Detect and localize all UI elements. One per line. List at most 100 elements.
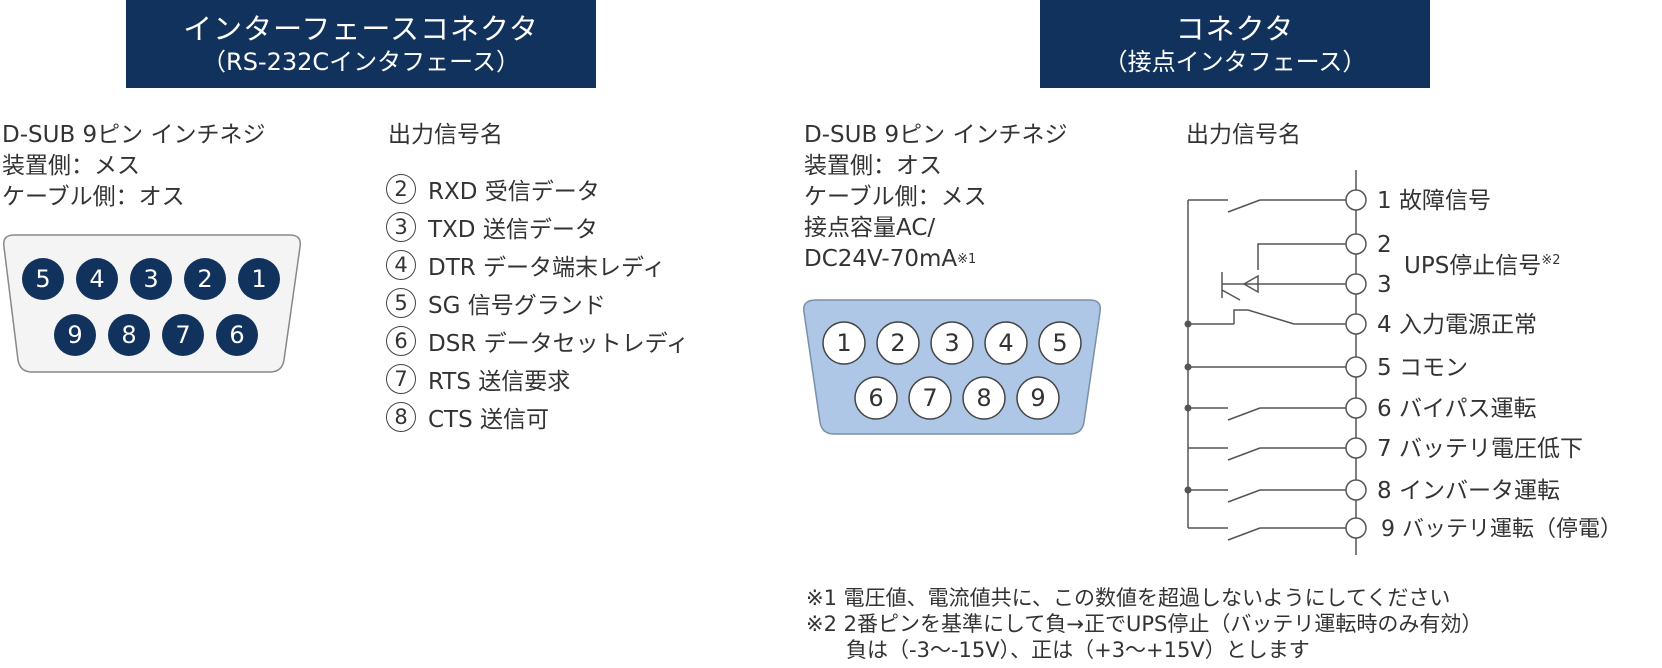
signal-row: 2 RXD 受信データ [386, 170, 689, 208]
footnote-2: ※2 2番ピンを基準にして負→正でUPS停止（バッテリ運転時のみ有効） [806, 612, 1483, 636]
pin-1 [822, 321, 866, 365]
signal-pin-number: 7 [386, 364, 416, 394]
junction-dot [1184, 486, 1192, 494]
signal-pin-number: 5 [386, 288, 416, 318]
spec-line: 装置側：メス [2, 153, 140, 179]
output-label-1: 1 故障信号 [1377, 188, 1491, 214]
contact-connector-shell [803, 299, 1102, 435]
terminal-7 [1345, 437, 1367, 459]
rs232c-banner-title: インターフェースコネクタ [183, 11, 539, 46]
output-label-ups: UPS停止信号※2 [1404, 253, 1560, 279]
terminal-4 [1345, 313, 1367, 335]
pin-label: 4 [89, 265, 104, 293]
output-label-3: 3 [1377, 272, 1392, 298]
pin-3 [130, 258, 172, 300]
output-label-9: 9 バッテリ運転（停電） [1381, 517, 1622, 542]
note-mark-1: ※1 [957, 252, 977, 267]
switch-contact [1227, 447, 1261, 461]
spec-line-rating: DC24V-70mA※1 [804, 244, 1067, 275]
switch-contact [1227, 199, 1261, 213]
spec-line: D-SUB 9ピン インチネジ [2, 122, 266, 148]
signal-label: RTS 送信要求 [428, 369, 571, 395]
terminal-3 [1345, 273, 1367, 295]
spec-line: DC24V-70mA [804, 246, 958, 272]
pin-5 [22, 258, 64, 300]
terminal-2 [1345, 233, 1367, 255]
pin-9 [1016, 376, 1060, 420]
pin-2 [184, 258, 226, 300]
pin-label: 3 [944, 329, 959, 357]
pin-label: 3 [143, 265, 158, 293]
footnote-2-detail: 負は（-3〜-15V）、正は（+3〜+15V）とします [846, 638, 1310, 662]
signal-label: DSR データセットレディ [428, 331, 689, 357]
spec-line: D-SUB 9ピン インチネジ [804, 122, 1068, 148]
signal-row: 6 DSR データセットレディ [386, 322, 689, 360]
pin-4 [984, 321, 1028, 365]
pin-2 [876, 321, 920, 365]
terminal-9 [1345, 517, 1367, 539]
signal-label: DTR データ端末レディ [428, 255, 666, 281]
output-label-2: 2 [1377, 232, 1392, 258]
terminal-6 [1345, 397, 1367, 419]
rs232c-connector: 5 4 3 2 1 9 8 7 6 [2, 234, 302, 373]
signal-pin-number: 2 [386, 174, 416, 204]
pin-3 [930, 321, 974, 365]
signal-pin-number: 3 [386, 212, 416, 242]
contact-banner: コネクタ （接点インタフェース） [1040, 0, 1430, 88]
pin-6 [216, 314, 258, 356]
rs232c-connector-shell [2, 234, 302, 373]
switch-contact [1227, 489, 1261, 503]
output-label-6: 6 バイパス運転 [1377, 396, 1536, 422]
pin-label: 6 [229, 321, 244, 349]
pin-9 [54, 314, 96, 356]
pin-label: 5 [1052, 329, 1067, 357]
signal-row: 7 RTS 送信要求 [386, 360, 689, 398]
signal-pin-number: 6 [386, 326, 416, 356]
pin-label: 6 [868, 384, 883, 412]
signal-label: SG 信号グランド [428, 293, 606, 319]
pin-label: 9 [67, 321, 82, 349]
pin-label: 5 [35, 265, 50, 293]
pin-5 [1038, 321, 1082, 365]
signal-pin-number: 8 [386, 402, 416, 432]
signal-label: RXD 受信データ [428, 179, 600, 205]
spec-line: 接点容量AC/ [804, 215, 936, 241]
junction-dot [1184, 320, 1192, 328]
terminal-1 [1345, 189, 1367, 211]
switch-contact [1227, 407, 1261, 421]
pin-1 [238, 258, 280, 300]
switch-contact [1247, 309, 1295, 325]
spec-line: ケーブル側：メス [804, 184, 987, 210]
pin-label: 7 [175, 321, 190, 349]
note-mark-2: ※2 [1541, 253, 1560, 268]
contact-connector: 1 2 3 4 5 6 7 8 9 [803, 299, 1102, 435]
pin-8 [108, 314, 150, 356]
signal-row: 3 TXD 送信データ [386, 208, 689, 246]
pin-label: 8 [976, 384, 991, 412]
pin-label: 4 [998, 329, 1013, 357]
rs232c-banner-subtitle: （RS-232Cインタフェース） [202, 48, 520, 77]
signal-row: 5 SG 信号グランド [386, 284, 689, 322]
contact-spec: D-SUB 9ピン インチネジ 装置側：オス ケーブル側：メス 接点容量AC/ … [804, 120, 1067, 275]
spec-line: ケーブル側：オス [2, 184, 185, 210]
pin-7 [162, 314, 204, 356]
contact-circuit: 1 故障信号 2 3 UPS停止信号※2 4 入力電源正常 5 コモン 6 バイ… [1184, 170, 1622, 555]
pin-label: 9 [1030, 384, 1045, 412]
pin-label: 2 [890, 329, 905, 357]
spec-line: 装置側：オス [804, 153, 942, 179]
pin-label: 7 [922, 384, 937, 412]
pin-label: 2 [197, 265, 212, 293]
footnotes: ※1 電圧値、電流値共に、この数値を超過しないようにしてください ※2 2番ピン… [806, 585, 1482, 663]
signal-label: TXD 送信データ [428, 217, 598, 243]
rs232c-signal-title: 出力信号名 [388, 122, 503, 148]
contact-banner-subtitle: （接点インタフェース） [1103, 48, 1367, 77]
pin-4 [76, 258, 118, 300]
output-label-7: 7 バッテリ電圧低下 [1377, 436, 1583, 462]
junction-dot [1184, 363, 1192, 371]
output-label-4: 4 入力電源正常 [1377, 312, 1537, 338]
footnote-1: ※1 電圧値、電流値共に、この数値を超過しないようにしてください [806, 586, 1451, 610]
output-label-5: 5 コモン [1377, 355, 1468, 381]
pin-label: 8 [121, 321, 136, 349]
